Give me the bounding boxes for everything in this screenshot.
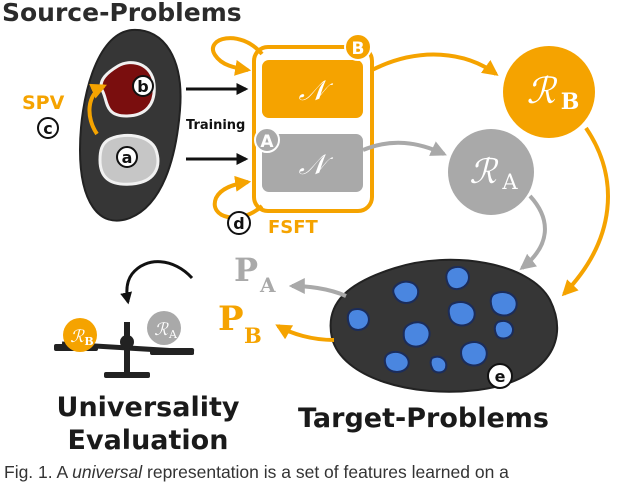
rb-symbol: ℛ xyxy=(527,71,558,112)
figure-caption: Fig. 1. A universal representation is a … xyxy=(4,462,509,482)
spv-label: SPV xyxy=(22,92,65,114)
rb-subscript: B xyxy=(561,89,580,115)
arrow-rb-to-target xyxy=(561,126,610,297)
svg-text:b: b xyxy=(137,77,148,96)
representation-a: ℛ A xyxy=(448,129,534,215)
evaluation-cycle-arrow xyxy=(120,260,194,305)
ra-symbol: ℛ xyxy=(469,152,499,192)
svg-text:B: B xyxy=(352,39,365,59)
marker-d: d xyxy=(227,211,251,235)
marker-b: b xyxy=(132,75,154,97)
scale-rb-ball: ℛ B xyxy=(63,318,97,352)
arrow-ra-to-target xyxy=(519,194,547,270)
representation-b: ℛ B xyxy=(503,46,595,138)
spv-loop-arrow xyxy=(211,36,264,76)
source-problems-title: Source-Problems xyxy=(2,0,242,27)
network-b-box xyxy=(262,60,363,118)
fsft-label: FSFT xyxy=(268,217,319,238)
training-label: Training xyxy=(186,118,245,133)
marker-a: a xyxy=(116,146,138,168)
marker-e: e xyxy=(487,363,513,389)
pb-symbol: P xyxy=(218,299,244,339)
svg-text:c: c xyxy=(43,119,52,138)
marker-B: B xyxy=(344,33,372,61)
marker-A: A xyxy=(254,127,280,153)
arrow-to-rb xyxy=(371,52,499,76)
performance-b: P B xyxy=(218,299,262,348)
target-problems-title: Target-Problems xyxy=(298,403,549,434)
performance-a: P A xyxy=(234,251,276,297)
universality-title-line1: Universality xyxy=(57,392,240,423)
target-problems-blob xyxy=(329,258,559,393)
ra-subscript: A xyxy=(501,170,518,194)
arrow-to-pa xyxy=(288,278,347,298)
svg-text:A: A xyxy=(168,328,178,341)
arrow-to-ra xyxy=(362,140,447,156)
svg-text:ℛ: ℛ xyxy=(154,320,169,340)
pa-subscript: A xyxy=(259,273,276,297)
source-problems-blob xyxy=(78,28,182,222)
svg-text:ℛ: ℛ xyxy=(70,327,85,347)
arrow-to-pb xyxy=(275,324,335,342)
universality-title-line2: Evaluation xyxy=(68,425,229,456)
svg-text:a: a xyxy=(122,148,133,167)
svg-text:d: d xyxy=(233,214,244,233)
svg-text:A: A xyxy=(260,132,274,152)
pa-symbol: P xyxy=(234,251,258,289)
pb-subscript: B xyxy=(244,323,262,348)
svg-text:B: B xyxy=(84,335,93,348)
spv-arrow xyxy=(87,83,107,136)
svg-text:e: e xyxy=(495,367,506,386)
marker-c: c xyxy=(37,117,59,139)
network-a-box xyxy=(262,134,363,192)
scale-ra-ball: ℛ A xyxy=(147,311,181,345)
target-problem-shapes xyxy=(346,266,518,374)
